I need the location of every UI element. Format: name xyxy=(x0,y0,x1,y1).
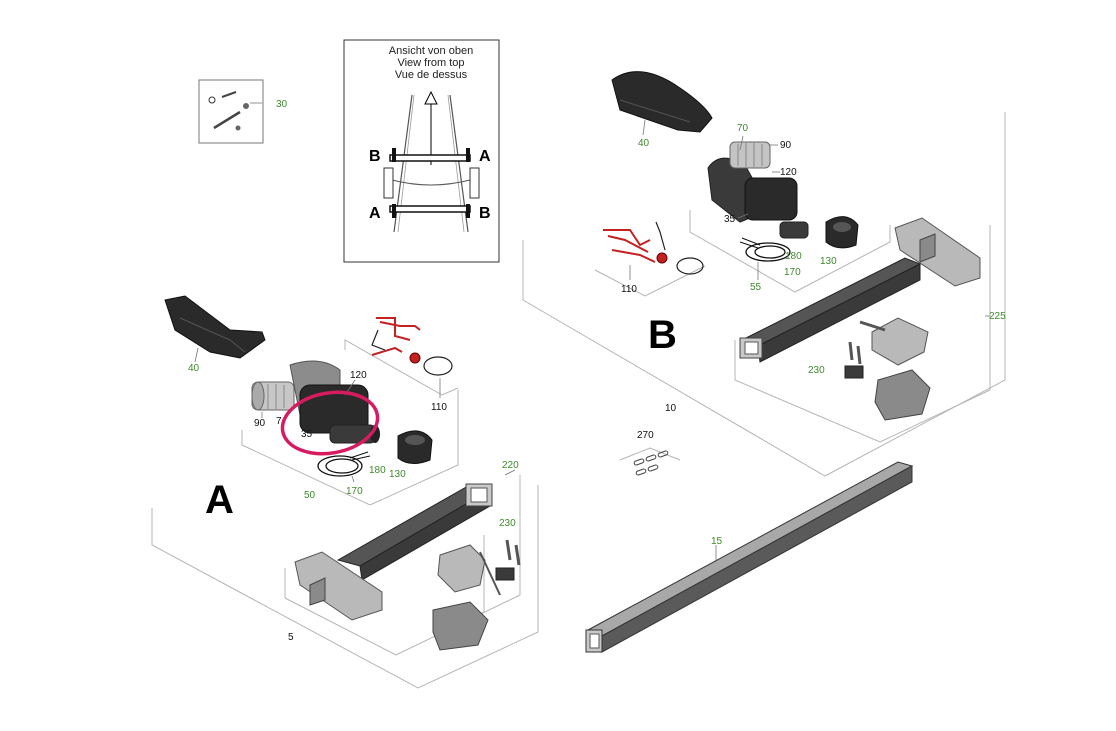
drawbar-220-a xyxy=(336,483,493,581)
inset-title-de: Ansicht von oben xyxy=(389,45,473,57)
part-label-230-b: 230 xyxy=(808,365,825,376)
roller-left xyxy=(383,167,394,199)
part-label-225: 225 xyxy=(989,311,1006,322)
part-label-90-a: 90 xyxy=(254,418,266,429)
inset-frame xyxy=(343,39,500,263)
mount-plate-b xyxy=(894,217,981,287)
frame-225 xyxy=(734,225,991,443)
part-label-5: 5 xyxy=(288,632,294,643)
cover-40-b xyxy=(611,71,713,133)
highlight-ring xyxy=(280,390,380,456)
cable-coil-170-b xyxy=(745,242,791,262)
part-label-130-b: 130 xyxy=(820,256,837,267)
part-label-230-a: 230 xyxy=(499,518,516,529)
bolt-icon xyxy=(221,91,237,98)
part-label-180-a: 180 xyxy=(369,465,386,476)
part-label-30: 30 xyxy=(276,99,288,110)
inset-marker-b-right: B xyxy=(479,205,491,222)
part-label-270: 270 xyxy=(637,430,654,441)
wiring-harness-110-a xyxy=(371,317,453,376)
part-label-40-a: 40 xyxy=(188,363,200,374)
assembly-group-b: 40 70 90 120 35 180 170 55 130 xyxy=(522,71,1006,477)
base-bracket-b xyxy=(874,369,931,421)
part-label-180-b: 180 xyxy=(785,251,802,262)
part-label-70-a: 7 xyxy=(276,416,282,427)
arrow-head xyxy=(424,90,438,105)
cable-coil-170-a xyxy=(317,455,363,477)
frame-110-a xyxy=(344,339,459,396)
crossbar-lower xyxy=(389,205,471,213)
clamp-block-230-a xyxy=(495,567,515,581)
group-label-b: B xyxy=(648,313,677,357)
inset-title-en: View from top xyxy=(397,57,464,69)
assembly-group-a: 40 90 7 120 35 170 180 130 50 xyxy=(151,295,539,689)
part-label-170-b: 170 xyxy=(784,267,801,278)
bolt-long-icon xyxy=(213,110,241,130)
crossbar-upper xyxy=(389,154,471,162)
clamp-bracket-a xyxy=(437,544,486,593)
part-label-90-b: 90 xyxy=(780,140,792,151)
mount-plate-a xyxy=(294,551,383,621)
part-label-170-a: 170 xyxy=(346,486,363,497)
washer-icon xyxy=(208,96,216,104)
frame-50 xyxy=(241,390,459,506)
hardware-kit-30: 30 xyxy=(198,79,288,144)
part-label-35-a: 35 xyxy=(301,429,313,440)
nut-icon xyxy=(243,103,249,109)
roller-right xyxy=(469,167,480,199)
connectors-270 xyxy=(633,450,669,476)
inset-marker-a-right: A xyxy=(479,148,491,165)
wheel-ll xyxy=(392,204,396,218)
part-label-15: 15 xyxy=(711,536,723,547)
part-label-55: 55 xyxy=(750,282,762,293)
inset-title-fr: Vue de dessus xyxy=(395,69,468,81)
part-label-110-a: 110 xyxy=(431,402,447,413)
part-label-120-b: 120 xyxy=(780,167,797,178)
drawbar-b xyxy=(739,257,922,363)
part-label-220: 220 xyxy=(502,460,519,471)
part-label-50: 50 xyxy=(304,490,316,501)
gear-35-a xyxy=(329,424,376,444)
inset-marker-a-left: A xyxy=(369,205,381,222)
tube-15: 15 xyxy=(585,461,914,653)
nut-small-icon xyxy=(235,125,241,131)
frame-55 xyxy=(689,210,891,293)
part-label-70-b: 70 xyxy=(737,123,749,134)
frame-curve xyxy=(391,179,471,186)
group-label-a: A xyxy=(205,478,234,522)
frame-110-b xyxy=(594,265,706,297)
frame-270 xyxy=(619,447,681,461)
frame-10 xyxy=(522,112,1006,477)
motor-body-120-b xyxy=(744,177,798,221)
kit-box xyxy=(198,79,264,144)
motor-fan-90-b xyxy=(729,141,771,169)
frame-5 xyxy=(151,485,539,689)
wiring-harness-110-b xyxy=(603,221,704,275)
gear-35-b xyxy=(779,221,809,239)
part-label-130-a: 130 xyxy=(389,469,406,480)
wheel-ur xyxy=(466,148,470,162)
part-label-110-b: 110 xyxy=(621,284,637,295)
part-label-40-b: 40 xyxy=(638,138,650,149)
part-label-120-a: 120 xyxy=(350,370,367,381)
part-label-10: 10 xyxy=(665,403,677,414)
wheel-ul xyxy=(392,148,396,162)
cap-130-b xyxy=(825,216,859,249)
base-bracket-a xyxy=(432,601,489,651)
clamp-block-230-b xyxy=(844,365,864,379)
wheel-lr xyxy=(466,204,470,218)
part-label-35-b: 35 xyxy=(724,214,736,225)
cover-40-a xyxy=(164,295,266,359)
inset-marker-b-left: B xyxy=(369,148,381,165)
clamp-bracket-b xyxy=(871,317,929,366)
top-view-inset: Ansicht von oben View from top Vue de de… xyxy=(343,39,500,263)
